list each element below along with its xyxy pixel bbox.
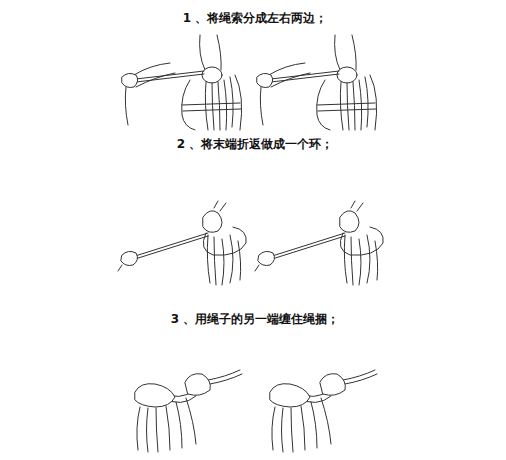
step3-figure-left (135, 370, 242, 452)
step-caption: 3 、用绳子的另一端缠住绳捆； (171, 311, 340, 327)
step2-figure-right (255, 201, 383, 285)
step1-figure-right (257, 35, 377, 130)
step-caption: 1 、将绳索分成左右两边； (183, 10, 328, 26)
step1-figure-left (122, 35, 242, 130)
step2-figure-left (118, 201, 246, 285)
step3-figure-right (270, 370, 377, 452)
step-caption: 2 、将末端折返做成一个环； (177, 136, 334, 152)
